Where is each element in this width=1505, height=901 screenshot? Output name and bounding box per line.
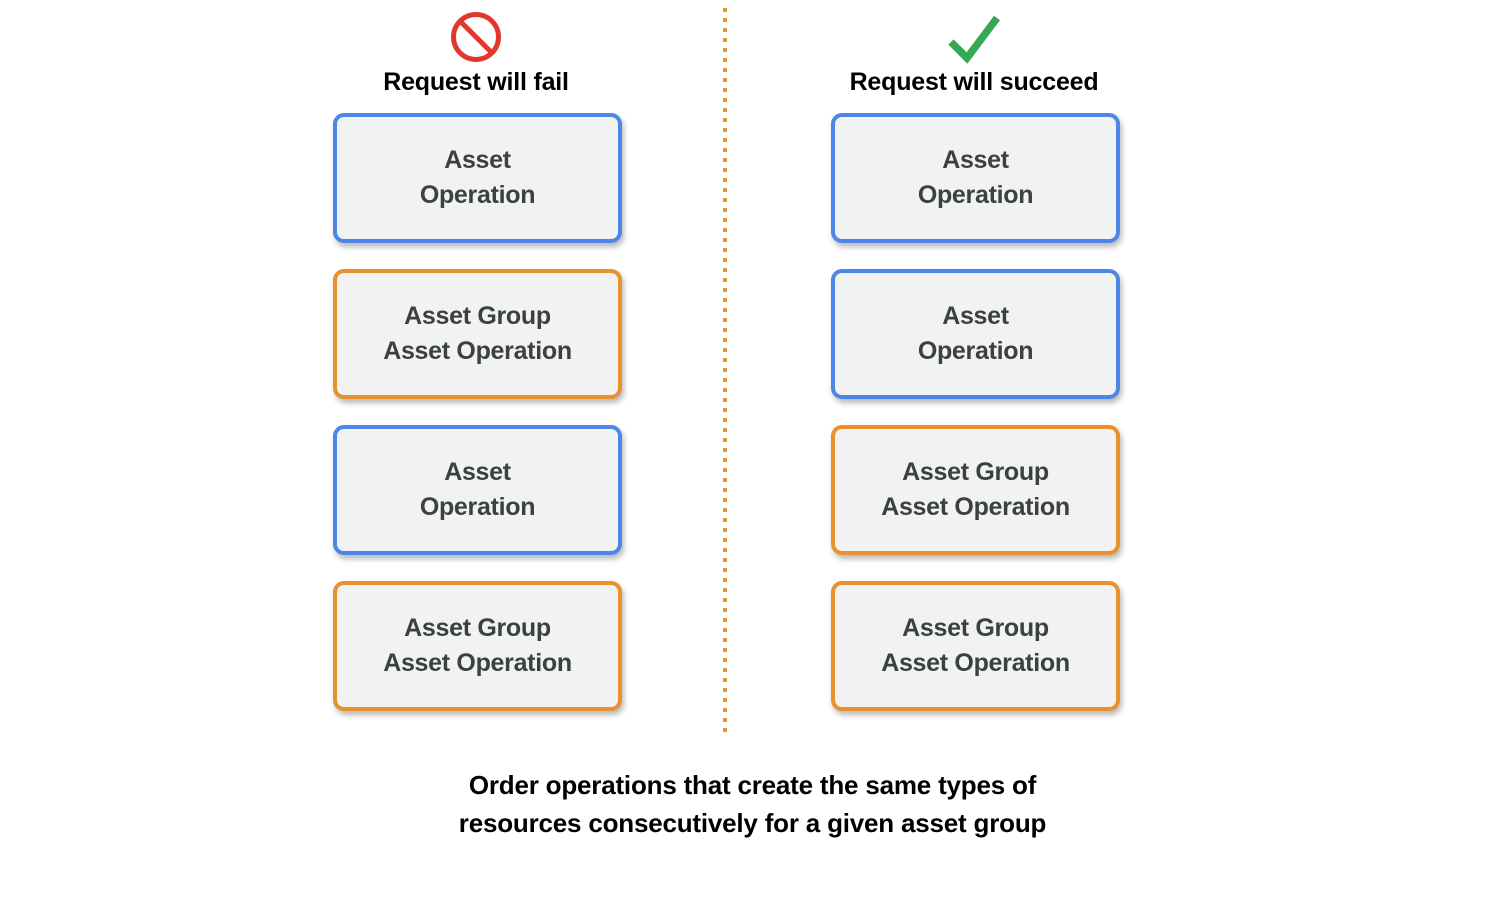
column-request-will-succeed: Request will succeed Asset Operation Ass… (774, 0, 1174, 711)
node-label: Asset Group Asset Operation (383, 301, 572, 366)
node-label: Asset Group Asset Operation (881, 457, 1070, 522)
node-box-asset-operation[interactable]: Asset Operation (333, 113, 622, 243)
column-header-succeed: Request will succeed (774, 0, 1174, 105)
node-label: Asset Operation (419, 145, 536, 210)
node-box-asset-group-asset-operation[interactable]: Asset Group Asset Operation (831, 581, 1120, 711)
node-box-asset-group-asset-operation[interactable]: Asset Group Asset Operation (831, 425, 1120, 555)
node-box-asset-operation[interactable]: Asset Operation (333, 425, 622, 555)
node-label: Asset Group Asset Operation (881, 613, 1070, 678)
node-label: Asset Operation (917, 301, 1034, 366)
node-box-asset-group-asset-operation[interactable]: Asset Group Asset Operation (333, 269, 622, 399)
vertical-dotted-divider (723, 8, 727, 738)
box-stack-succeed: Asset Operation Asset Operation Asset Gr… (831, 113, 1120, 711)
checkmark-icon (943, 8, 1005, 66)
node-label: Asset Group Asset Operation (383, 613, 572, 678)
column-header-fail: Request will fail (276, 0, 676, 105)
box-stack-fail: Asset Operation Asset Group Asset Operat… (333, 113, 622, 711)
column-title-fail: Request will fail (383, 68, 569, 96)
node-box-asset-group-asset-operation[interactable]: Asset Group Asset Operation (333, 581, 622, 711)
node-label: Asset Operation (917, 145, 1034, 210)
node-box-asset-operation[interactable]: Asset Operation (831, 113, 1120, 243)
column-request-will-fail: Request will fail Asset Operation Asset … (276, 0, 676, 711)
node-label: Asset Operation (419, 457, 536, 522)
prohibited-icon (449, 8, 503, 66)
diagram-caption: Order operations that create the same ty… (458, 770, 1047, 839)
column-title-succeed: Request will succeed (849, 68, 1099, 96)
node-box-asset-operation[interactable]: Asset Operation (831, 269, 1120, 399)
